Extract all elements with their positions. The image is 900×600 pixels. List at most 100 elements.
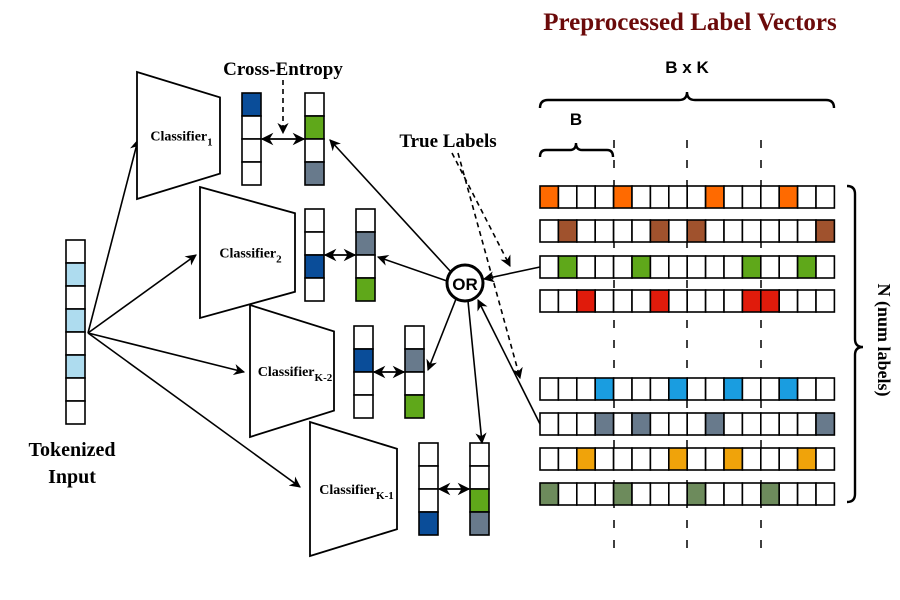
label-cell <box>686 289 707 313</box>
label-cell <box>686 412 707 436</box>
token-cell <box>65 285 86 310</box>
prediction-cell <box>418 442 439 467</box>
prediction-cell-active <box>304 254 325 279</box>
label-cell <box>778 255 799 279</box>
label-cell <box>815 289 836 313</box>
label-cell <box>704 219 725 243</box>
label-cell <box>594 219 615 243</box>
label-cell <box>557 482 578 506</box>
label-cell <box>778 482 799 506</box>
label-cell <box>723 185 744 209</box>
label-cell <box>594 447 615 471</box>
label-cell <box>759 447 780 471</box>
label-cell <box>667 255 688 279</box>
classifier-1: Classifier1 <box>136 70 325 201</box>
label-cell <box>649 447 670 471</box>
tokenized-input-label-line1: Tokenized <box>28 439 115 461</box>
classifier-trapezoid <box>136 70 221 201</box>
bxk-brace <box>538 91 836 109</box>
label-cell <box>575 255 596 279</box>
label-cell <box>539 255 560 279</box>
label-vector-row-brown <box>539 219 836 243</box>
label-cell <box>631 447 652 471</box>
prediction-cell <box>353 325 374 350</box>
classifiers: Classifier1Classifier2ClassifierK-2Class… <box>136 70 490 558</box>
label-cell-active <box>594 377 615 401</box>
label-cell <box>631 219 652 243</box>
label-cell <box>575 377 596 401</box>
input-to-classifier-arrows <box>87 138 301 488</box>
label-cell-active <box>741 289 762 313</box>
label-cell-active <box>539 482 560 506</box>
label-cell <box>557 289 578 313</box>
true-label-cell-slate <box>469 511 490 536</box>
label-cell <box>741 377 762 401</box>
label-cell-active <box>649 219 670 243</box>
label-cell <box>594 289 615 313</box>
token-cell-active <box>65 308 86 333</box>
label-cell <box>778 447 799 471</box>
label-cell-active <box>612 185 633 209</box>
label-cell <box>612 412 633 436</box>
green-row-to-or-arrow <box>482 266 541 283</box>
label-cell <box>631 482 652 506</box>
label-cell-active <box>759 289 780 313</box>
or-to-true-k-2-arrow <box>426 298 457 372</box>
label-vector-row-slate <box>539 412 836 436</box>
classifier-trapezoid <box>199 185 296 320</box>
label-vector-row-amber <box>539 447 836 471</box>
label-cell-active <box>649 289 670 313</box>
label-cell-active <box>759 482 780 506</box>
label-cell-active <box>631 412 652 436</box>
classifier-2: Classifier2 <box>199 185 376 320</box>
true-label-cell <box>469 442 490 467</box>
prediction-cell-active <box>418 511 439 536</box>
label-cell <box>557 185 578 209</box>
label-cell <box>704 255 725 279</box>
label-cell <box>594 482 615 506</box>
bxk-label: B x K <box>665 58 709 77</box>
token-cell <box>65 331 86 356</box>
slate-row-to-or-arrow <box>477 298 541 425</box>
label-cell-active <box>815 412 836 436</box>
label-cell <box>539 447 560 471</box>
label-cell <box>815 447 836 471</box>
label-cell-active <box>557 255 578 279</box>
true-label-cell-slate <box>404 348 425 373</box>
label-cell <box>557 447 578 471</box>
prediction-cell-active <box>241 92 262 117</box>
token-cell-active <box>65 354 86 379</box>
label-cell-active <box>815 219 836 243</box>
tokenized-input-label-line2: Input <box>48 466 96 488</box>
label-cell <box>539 377 560 401</box>
label-cell-active <box>723 377 744 401</box>
label-cell <box>667 482 688 506</box>
label-cell-active <box>539 185 560 209</box>
true-label-cell-green <box>404 394 425 419</box>
or-gate-label: OR <box>452 275 478 294</box>
true-label-cell <box>304 92 325 117</box>
label-cell <box>686 377 707 401</box>
label-cell-active <box>796 255 817 279</box>
true-label-cell <box>355 254 376 279</box>
true-label-cell-slate <box>355 231 376 256</box>
true-labels-arrow-bottom <box>457 152 523 380</box>
label-cell <box>759 255 780 279</box>
prediction-cell <box>353 371 374 396</box>
diagram-title: Preprocessed Label Vectors <box>543 9 837 36</box>
arrow-to-classifier-1 <box>87 138 141 334</box>
label-cell-active <box>686 482 707 506</box>
n-brace <box>846 184 864 504</box>
label-cell-active <box>741 255 762 279</box>
label-cell-active <box>667 377 688 401</box>
label-cell <box>815 185 836 209</box>
label-cell <box>704 482 725 506</box>
label-cell <box>557 377 578 401</box>
label-cell <box>539 412 560 436</box>
prediction-cell <box>418 488 439 513</box>
label-cell-active <box>612 482 633 506</box>
b-label: B <box>570 110 582 129</box>
label-cell <box>539 219 560 243</box>
classifier-label: Classifier2 <box>219 247 282 266</box>
